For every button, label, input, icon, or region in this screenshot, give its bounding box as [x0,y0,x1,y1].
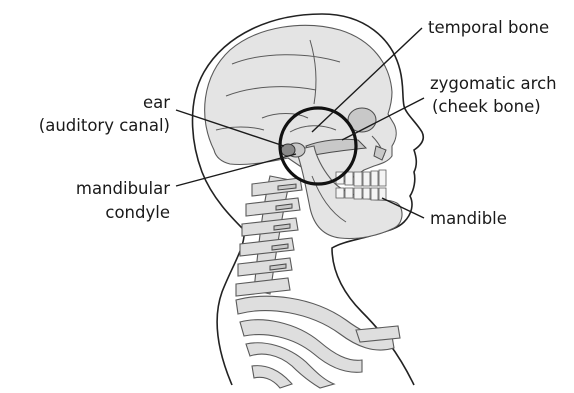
zygomatic-arch-sublabel: (cheek bone) [432,97,541,116]
mandibular-condyle-label: mandibular [76,179,170,198]
ear-label: ear [143,93,170,112]
temporal-bone-label: temporal bone [428,18,549,37]
ear-sublabel: (auditory canal) [39,116,170,135]
mandible-label: mandible [430,209,507,228]
mandibular-condyle-sublabel: condyle [105,203,170,222]
zygomatic-arch-label: zygomatic arch [430,74,557,93]
